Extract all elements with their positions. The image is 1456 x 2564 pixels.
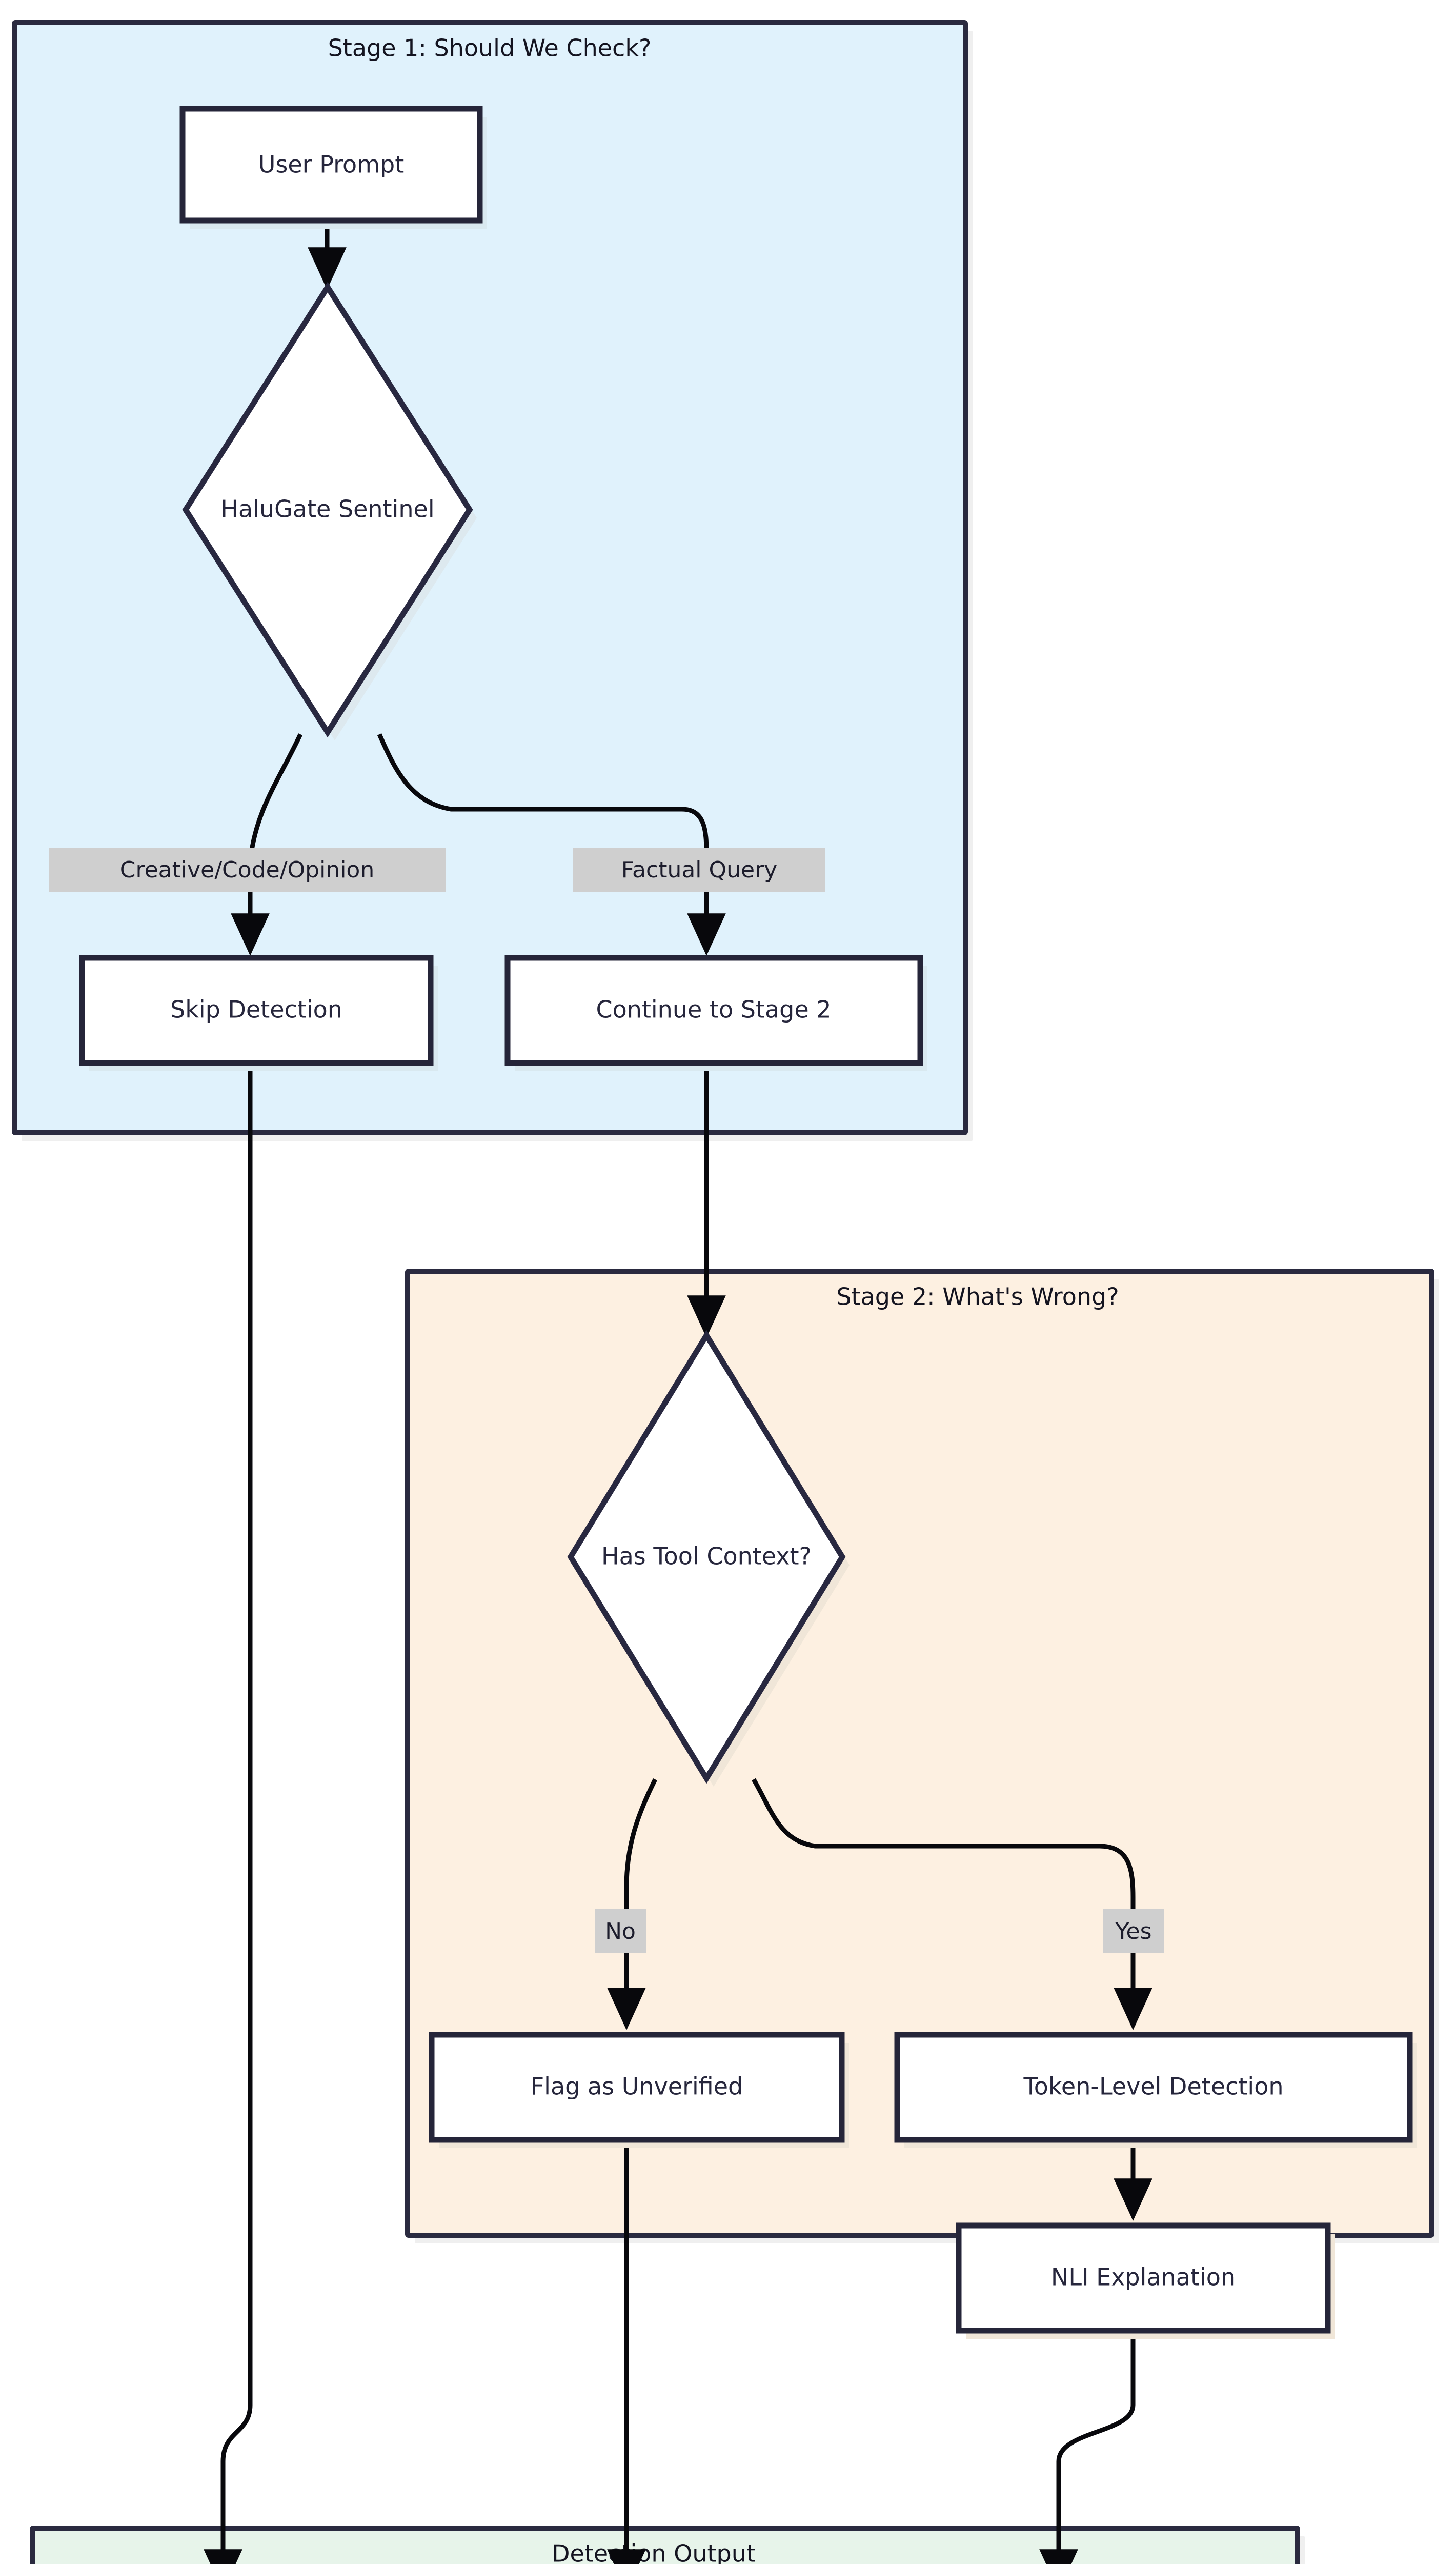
cluster-detection-output-body — [30, 2526, 1300, 2564]
cluster-stage-1-title: Stage 1: Should We Check? — [328, 34, 652, 62]
node-skip-detection[interactable]: Skip Detection — [79, 955, 438, 1071]
cluster-stage-2-title: Stage 2: What's Wrong? — [836, 1283, 1119, 1311]
cluster-detection-output-title: Detection Output — [552, 2540, 756, 2564]
edge-label-factual-query-bg — [573, 848, 825, 892]
edge-label-no-bg — [595, 1909, 646, 1953]
cluster-detection-output: Detection Output — [30, 2526, 1305, 2564]
node-token-level-detection-box[interactable] — [894, 2032, 1413, 2143]
edge-label-creative-code-opinion-bg — [49, 848, 446, 892]
node-nli-explanation-label: NLI Explanation — [1051, 2263, 1236, 2291]
node-user-prompt-box[interactable] — [179, 106, 483, 224]
edge-label-creative-code-opinion: Creative/Code/Opinion — [49, 848, 446, 892]
edge-label-no: No — [595, 1909, 646, 1953]
edge-label-yes-text: Yes — [1115, 1918, 1151, 1945]
edge-label-no-text: No — [605, 1918, 636, 1945]
node-nli-explanation-box[interactable] — [956, 2222, 1331, 2334]
edge-tool-context-to-flag — [607, 1778, 658, 2031]
node-user-prompt-label: User Prompt — [258, 151, 405, 178]
node-halugate-sentinel-label: HaluGate Sentinel — [220, 495, 434, 523]
edge-nli-to-detailed-report — [1039, 2331, 1136, 2564]
node-continue-to-stage-2-label: Continue to Stage 2 — [596, 996, 831, 1024]
node-skip-detection-label: Skip Detection — [170, 996, 342, 1024]
node-has-tool-context-label: Has Tool Context? — [601, 1543, 812, 1570]
node-flag-as-unverified-box[interactable] — [429, 2032, 845, 2143]
node-flag-as-unverified[interactable]: Flag as Unverified — [429, 2032, 849, 2148]
node-token-level-detection-label: Token-Level Detection — [1023, 2073, 1284, 2100]
edge-label-factual-query-text: Factual Query — [621, 857, 777, 883]
node-halugate-sentinel-box[interactable] — [182, 282, 473, 738]
edge-tool-context-to-token — [752, 1778, 1152, 2031]
edge-halugate-to-continue — [377, 733, 726, 956]
node-continue-to-stage-2-box[interactable] — [504, 955, 923, 1066]
edge-label-factual-query: Factual Query — [573, 848, 825, 892]
edge-label-yes-bg — [1103, 1909, 1164, 1953]
node-nli-explanation[interactable]: NLI Explanation — [956, 2222, 1335, 2339]
edge-skip-to-pass-through — [204, 1063, 253, 2564]
node-flag-as-unverified-label: Flag as Unverified — [531, 2073, 743, 2100]
node-has-tool-context[interactable]: Has Tool Context? — [567, 1330, 850, 1787]
edge-label-creative-code-opinion-text: Creative/Code/Opinion — [120, 857, 374, 883]
node-user-prompt[interactable]: User Prompt — [179, 106, 487, 229]
node-has-tool-context-box[interactable] — [567, 1330, 846, 1784]
node-skip-detection-box[interactable] — [79, 955, 434, 1066]
edge-label-yes: Yes — [1103, 1909, 1164, 1953]
node-continue-to-stage-2[interactable]: Continue to Stage 2 — [504, 955, 927, 1071]
node-halugate-sentinel[interactable]: HaluGate Sentinel — [182, 282, 477, 740]
node-token-level-detection[interactable]: Token-Level Detection — [894, 2032, 1417, 2148]
